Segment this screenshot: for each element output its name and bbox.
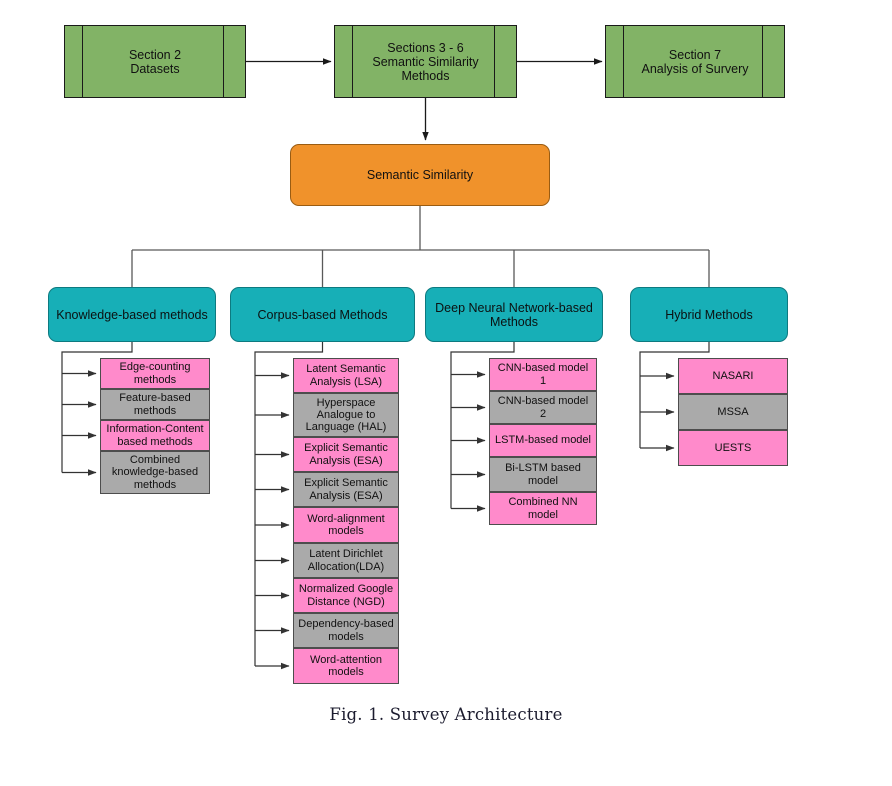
leaf-box-corpus-based-4[interactable]: Word-alignment models <box>293 507 399 543</box>
leaf-box-deep-neural-network-based-0[interactable]: CNN-based model 1 <box>489 358 597 391</box>
leaf-box-label: Dependency-based models <box>298 618 394 643</box>
root-node-label: Semantic Similarity <box>366 168 474 182</box>
leaf-box-label: Information-Content based methods <box>106 423 204 448</box>
category-box-hybrid[interactable]: Hybrid Methods <box>630 287 788 342</box>
leaf-box-label: NASARI <box>712 369 754 382</box>
leaf-box-deep-neural-network-based-2[interactable]: LSTM-based model <box>489 424 597 457</box>
leaf-box-hybrid-0[interactable]: NASARI <box>678 358 788 394</box>
leaf-box-knowledge-based-0[interactable]: Edge-counting methods <box>100 358 210 389</box>
leaf-box-deep-neural-network-based-3[interactable]: Bi-LSTM based model <box>489 457 597 492</box>
leaf-box-label: Word-alignment models <box>307 512 385 537</box>
process-left-bar <box>82 26 83 97</box>
leaf-box-deep-neural-network-based-1[interactable]: CNN-based model 2 <box>489 391 597 424</box>
leaf-box-label: Combined NN model <box>508 496 578 521</box>
leaf-box-knowledge-based-1[interactable]: Feature-based methods <box>100 389 210 420</box>
leaf-box-deep-neural-network-based-4[interactable]: Combined NN model <box>489 492 597 525</box>
leaf-box-corpus-based-0[interactable]: Latent Semantic Analysis (LSA) <box>293 358 399 393</box>
leaf-box-knowledge-based-2[interactable]: Information-Content based methods <box>100 420 210 451</box>
leaf-box-label: MSSA <box>717 405 749 418</box>
category-box-label: Knowledge-based methods <box>56 307 208 322</box>
process-right-bar <box>223 26 224 97</box>
leaf-box-label: CNN-based model 2 <box>497 395 589 420</box>
category-box-label: Deep Neural Network-based Methods <box>435 300 593 329</box>
process-right-bar <box>762 26 763 97</box>
leaf-box-hybrid-1[interactable]: MSSA <box>678 394 788 430</box>
process-left-bar <box>623 26 624 97</box>
leaf-box-corpus-based-1[interactable]: Hyperspace Analogue to Language (HAL) <box>293 393 399 437</box>
leaf-box-knowledge-based-3[interactable]: Combined knowledge-based methods <box>100 451 210 494</box>
process-left-bar <box>352 26 353 97</box>
leaf-box-corpus-based-2[interactable]: Explicit Semantic Analysis (ESA) <box>293 437 399 472</box>
leaf-box-corpus-based-6[interactable]: Normalized Google Distance (NGD) <box>293 578 399 613</box>
leaf-box-label: Combined knowledge-based methods <box>111 454 199 491</box>
leaf-box-label: LSTM-based model <box>495 434 591 447</box>
leaf-box-label: Hyperspace Analogue to Language (HAL) <box>305 396 387 434</box>
process-right-bar <box>494 26 495 97</box>
process-box-label: Section 2 Datasets <box>128 47 182 76</box>
leaf-box-label: Edge-counting methods <box>119 361 191 386</box>
process-box-section-7[interactable]: Section 7 Analysis of Survery <box>605 25 785 98</box>
leaf-box-label: UESTS <box>714 441 752 454</box>
leaf-box-label: Normalized Google Distance (NGD) <box>298 583 394 608</box>
process-box-label: Section 7 Analysis of Survery <box>641 47 749 76</box>
leaf-box-label: Latent Dirichlet Allocation(LDA) <box>307 548 385 573</box>
leaf-box-label: Feature-based methods <box>119 392 191 417</box>
leaf-box-label: Explicit Semantic Analysis (ESA) <box>304 442 388 467</box>
category-box-deep-neural-network-based[interactable]: Deep Neural Network-based Methods <box>425 287 603 342</box>
figure-caption: Fig. 1. Survey Architecture <box>329 705 563 724</box>
leaf-box-corpus-based-7[interactable]: Dependency-based models <box>293 613 399 648</box>
category-box-label: Corpus-based Methods <box>257 307 388 322</box>
process-box-sections-3-6[interactable]: Sections 3 - 6 Semantic Similarity Metho… <box>334 25 517 98</box>
process-box-label: Sections 3 - 6 Semantic Similarity Metho… <box>372 40 479 83</box>
leaf-box-label: Latent Semantic Analysis (LSA) <box>306 363 386 388</box>
leaf-box-label: CNN-based model 1 <box>497 362 589 387</box>
root-node-semantic-similarity[interactable]: Semantic Similarity <box>290 144 550 206</box>
category-box-corpus-based[interactable]: Corpus-based Methods <box>230 287 415 342</box>
leaf-box-hybrid-2[interactable]: UESTS <box>678 430 788 466</box>
leaf-box-label: Word-attention models <box>310 653 382 678</box>
leaf-box-corpus-based-5[interactable]: Latent Dirichlet Allocation(LDA) <box>293 543 399 578</box>
leaf-box-label: Explicit Semantic Analysis (ESA) <box>304 477 388 502</box>
process-box-section-2[interactable]: Section 2 Datasets <box>64 25 246 98</box>
leaf-box-corpus-based-8[interactable]: Word-attention models <box>293 648 399 684</box>
category-box-label: Hybrid Methods <box>665 307 753 322</box>
leaf-box-label: Bi-LSTM based model <box>505 462 581 487</box>
category-box-knowledge-based[interactable]: Knowledge-based methods <box>48 287 216 342</box>
leaf-box-corpus-based-3[interactable]: Explicit Semantic Analysis (ESA) <box>293 472 399 507</box>
